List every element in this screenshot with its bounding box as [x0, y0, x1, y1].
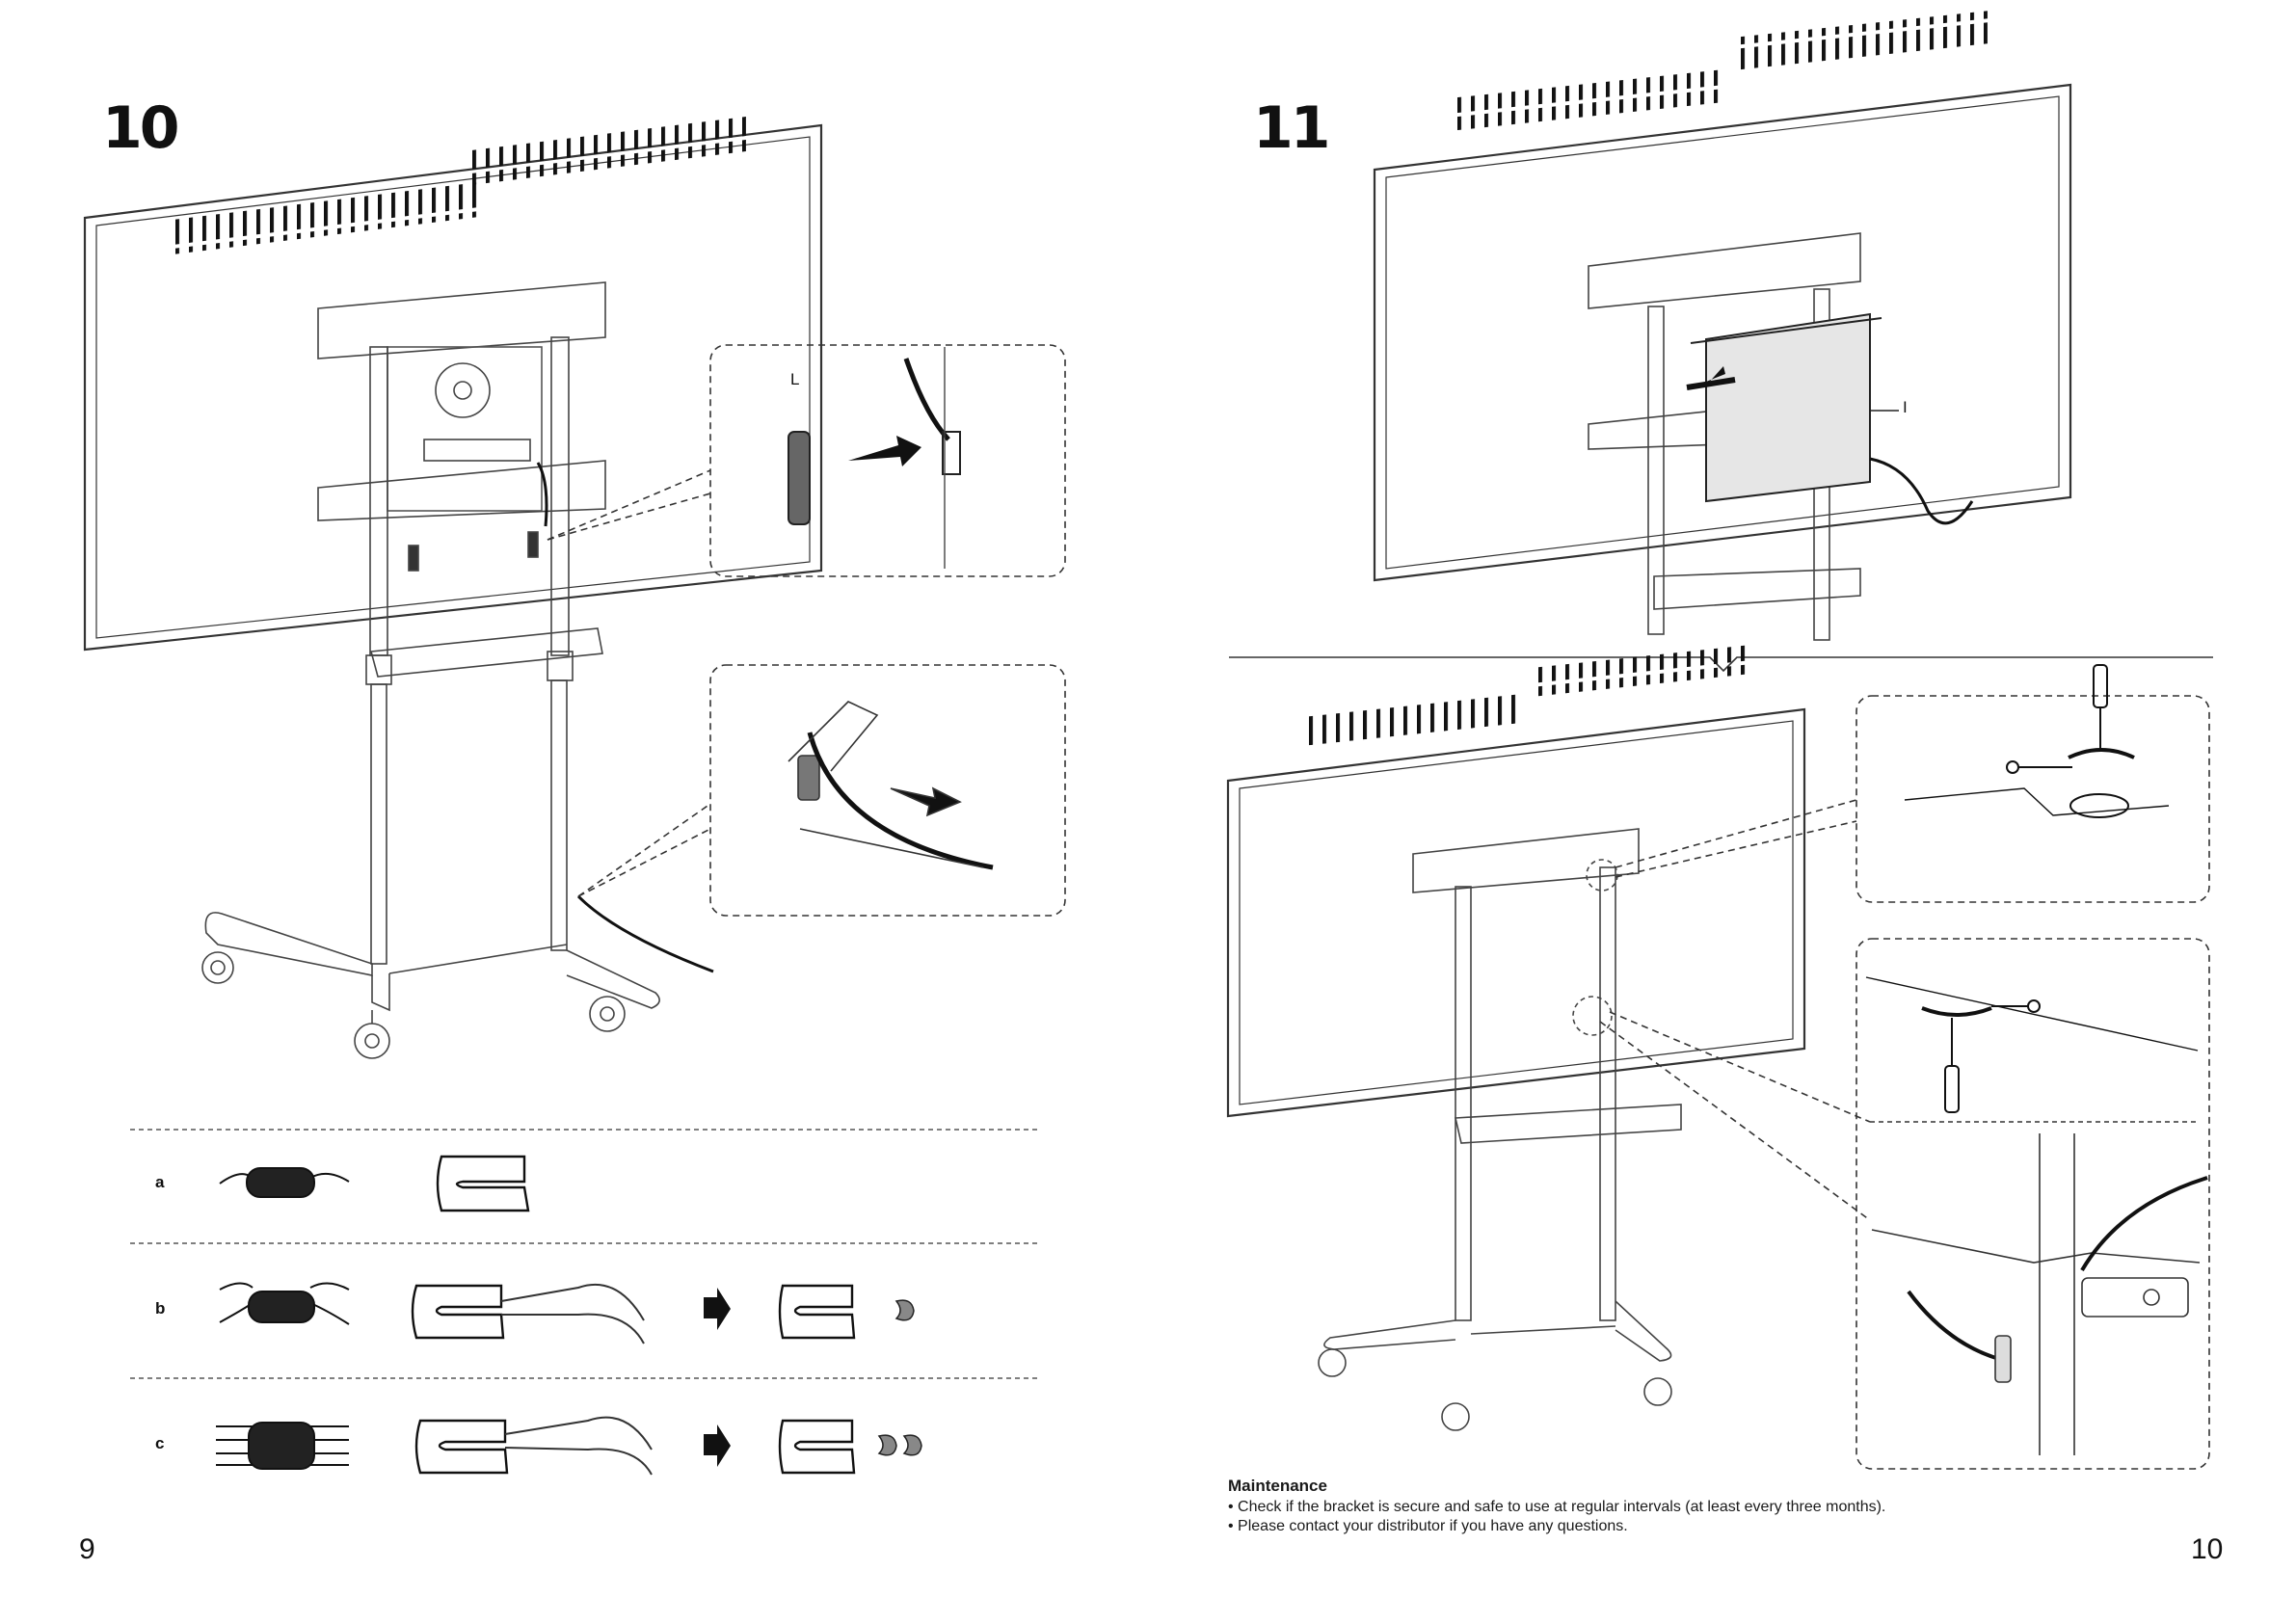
pliers-icon	[501, 1285, 652, 1475]
cable-clip-icon	[788, 347, 960, 569]
tv-stand-icon	[1319, 829, 1681, 1430]
tv-screen-icon	[1228, 709, 1804, 1116]
cable-tie-icon	[216, 1168, 349, 1469]
tv-stand-icon	[202, 282, 713, 1058]
tv-screen-icon	[1375, 85, 2070, 580]
clip-shape-icons	[413, 1157, 854, 1473]
callout-box-screw-bottom	[1600, 939, 2209, 1469]
callout-box-bottom	[578, 665, 1065, 916]
screwdriver-icon	[1905, 665, 2169, 817]
vent-slots-icon	[1301, 646, 1747, 747]
vent-slots-icon	[1455, 11, 1988, 130]
screwdriver-icon	[1866, 977, 2198, 1112]
clip-insert-detail	[788, 702, 993, 867]
vent-slots-icon	[172, 117, 746, 254]
cable-routing-detail	[1872, 1133, 2207, 1455]
arrow-right-icon	[704, 1288, 731, 1467]
arrow-right-icon	[848, 436, 921, 466]
row-separators	[130, 1130, 1039, 1378]
